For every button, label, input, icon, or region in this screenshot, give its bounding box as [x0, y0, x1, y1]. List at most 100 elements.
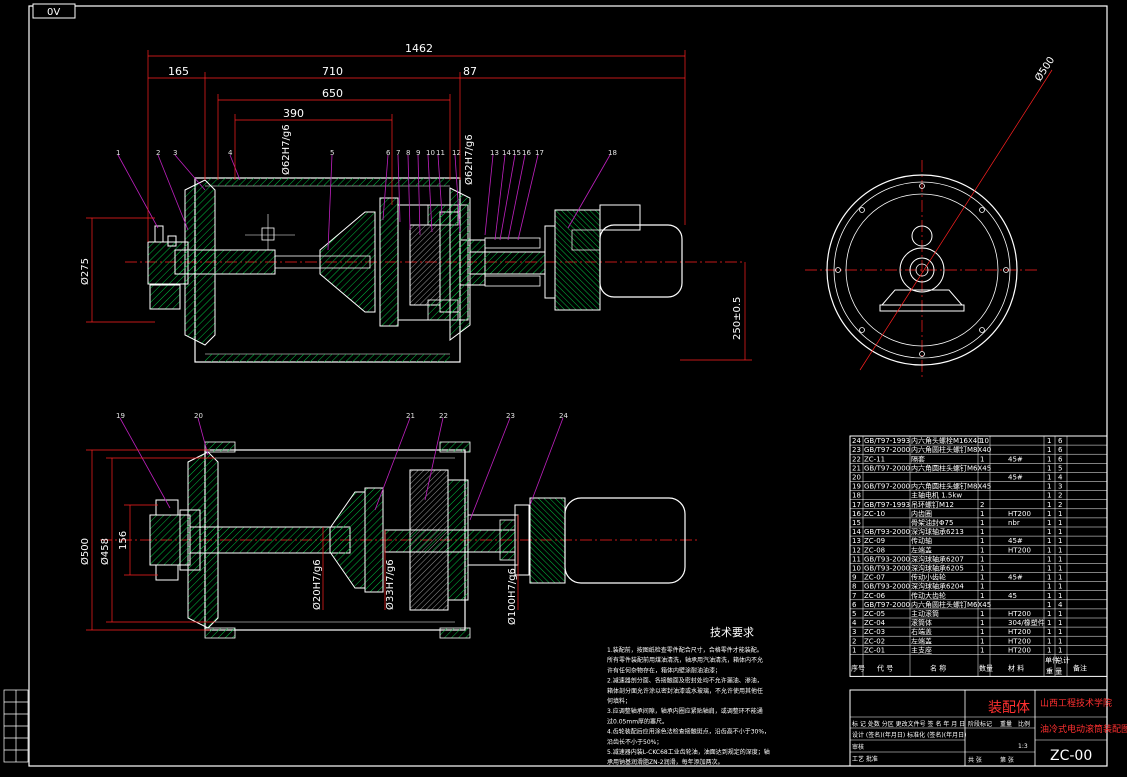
- svg-text:1: 1: [1047, 592, 1051, 600]
- svg-text:ZC-05: ZC-05: [864, 610, 885, 618]
- svg-text:1: 1: [1058, 583, 1062, 591]
- svg-text:1: 1: [1047, 610, 1051, 618]
- svg-text:1: 1: [980, 455, 984, 463]
- drawing-number: ZC-00: [1050, 748, 1092, 764]
- product-name: 油冷式电动滚筒装配图: [1040, 723, 1127, 735]
- tech-line: 2.减速器剖分面、各接触面及密封处均不允许漏油、渗油，: [607, 677, 763, 685]
- part-label: 11: [436, 149, 445, 157]
- svg-text:1: 1: [1047, 619, 1051, 627]
- tech-line: 箱体剖分面允许涂以密封油漆或水玻璃，不允许使用其他任: [607, 687, 763, 695]
- svg-text:1: 1: [1047, 546, 1051, 554]
- svg-text:ZC-01: ZC-01: [864, 646, 885, 654]
- svg-text:GB/T97-2000: GB/T97-2000: [864, 446, 910, 454]
- svg-text:12: 12: [852, 546, 861, 554]
- end-view: Ø500: [805, 54, 1057, 380]
- svg-text:6: 6: [852, 601, 857, 609]
- part-label: 8: [406, 149, 410, 157]
- svg-text:1: 1: [1058, 510, 1062, 518]
- dim-shaft: 390: [283, 107, 304, 120]
- svg-text:内六角头螺栓M16X40: 内六角头螺栓M16X40: [911, 436, 982, 445]
- svg-text:1: 1: [1047, 565, 1051, 573]
- svg-text:数量: 数量: [979, 663, 993, 672]
- fit-bottom-1: Ø20H7/g6: [311, 559, 323, 610]
- bom-header: 序号代 号名 称数量材 料单件总计重 量备注: [851, 655, 1087, 675]
- part-label: 14: [502, 149, 511, 157]
- part-label: 13: [490, 149, 499, 157]
- sheet-number: 第 张: [1000, 756, 1014, 764]
- svg-text:右端盖: 右端盖: [911, 627, 932, 636]
- svg-text:主支座: 主支座: [911, 645, 932, 654]
- part-label: 3: [173, 149, 177, 157]
- tech-line: 承用钠基润滑脂ZN-2润滑，每年添加两次。: [607, 758, 724, 766]
- svg-text:1: 1: [1058, 528, 1062, 536]
- svg-text:1: 1: [1047, 501, 1051, 509]
- svg-text:45#: 45#: [1008, 574, 1023, 582]
- sheet-count: 共 张: [968, 756, 982, 764]
- svg-text:4: 4: [852, 619, 857, 627]
- svg-text:HT200: HT200: [1008, 610, 1031, 618]
- svg-text:1: 1: [1047, 519, 1051, 527]
- svg-text:传动小齿轮: 传动小齿轮: [911, 573, 946, 582]
- svg-text:吊环螺钉M12: 吊环螺钉M12: [911, 500, 954, 509]
- svg-text:1: 1: [1047, 446, 1051, 454]
- svg-text:内六角圆柱头螺钉M6X45: 内六角圆柱头螺钉M6X45: [911, 463, 991, 472]
- dimension-lines-bottom: [86, 449, 519, 631]
- svg-text:总计: 总计: [1056, 655, 1070, 664]
- svg-text:1: 1: [1047, 646, 1051, 654]
- svg-text:1: 1: [1047, 537, 1051, 545]
- svg-text:重 量: 重 量: [1046, 667, 1062, 675]
- svg-text:1: 1: [1047, 492, 1051, 500]
- svg-text:HT200: HT200: [1008, 646, 1031, 654]
- svg-text:1: 1: [1047, 583, 1051, 591]
- scale-value: 1:3: [1018, 743, 1028, 750]
- tb-row: 设计 (签名)(年月日) 标准化 (签名)(年月日): [852, 731, 966, 739]
- svg-text:序号: 序号: [851, 663, 865, 672]
- section-view-top: 1 2 3 4 5 6 7 8 9 10 11 12 13 14 15 16 1…: [79, 42, 752, 363]
- svg-text:3: 3: [1058, 483, 1062, 491]
- svg-text:内六角圆柱头螺钉M6X45: 内六角圆柱头螺钉M6X45: [911, 600, 991, 609]
- svg-text:2: 2: [852, 637, 856, 645]
- fit-bottom-3: Ø100H7/g6: [506, 568, 518, 625]
- scale-label: 比例: [1018, 720, 1030, 728]
- svg-text:15: 15: [852, 519, 861, 527]
- svg-text:ZC-07: ZC-07: [864, 574, 885, 582]
- dim-overall: 1462: [405, 42, 433, 55]
- leader-lines-top: [117, 154, 611, 251]
- tech-line: 4.齿轮装配后应用涂色法检查接触斑点，沿齿高不小于30%，: [607, 728, 770, 736]
- svg-text:深沟球轴承6207: 深沟球轴承6207: [911, 554, 964, 563]
- tech-line: 5.减速器内装L-CKC68工业齿轮油，油面达到规定的深度；轴: [607, 748, 770, 756]
- part-label: 9: [416, 149, 420, 157]
- svg-text:深沟球轴承6204: 深沟球轴承6204: [911, 582, 964, 591]
- svg-text:GB/T97-2000: GB/T97-2000: [864, 464, 910, 472]
- part-label: 7: [396, 149, 400, 157]
- svg-text:1: 1: [1058, 574, 1062, 582]
- tech-line: 所有零件装配前用煤油清洗，轴承用汽油清洗，箱体内不允: [607, 656, 763, 664]
- svg-text:1: 1: [1058, 646, 1062, 654]
- company-name: 山西工程技术学院: [1040, 697, 1112, 709]
- svg-text:17: 17: [852, 501, 861, 509]
- svg-text:1: 1: [980, 537, 984, 545]
- svg-text:1: 1: [980, 628, 984, 636]
- svg-text:11: 11: [852, 555, 861, 563]
- part-label: 19: [116, 412, 125, 420]
- svg-text:nbr: nbr: [1008, 519, 1020, 527]
- svg-text:1: 1: [1047, 455, 1051, 463]
- part-label: 4: [228, 149, 233, 157]
- svg-text:HT200: HT200: [1008, 637, 1031, 645]
- svg-text:骨架油封Φ75: 骨架油封Φ75: [911, 518, 953, 527]
- svg-text:1: 1: [980, 574, 984, 582]
- fit-bottom-2: Ø33H7/g6: [384, 559, 396, 610]
- svg-text:隔套: 隔套: [911, 454, 925, 463]
- svg-text:1: 1: [1047, 637, 1051, 645]
- dim-mid-seg: 710: [322, 65, 343, 78]
- tab-label[interactable]: 0V: [47, 7, 60, 18]
